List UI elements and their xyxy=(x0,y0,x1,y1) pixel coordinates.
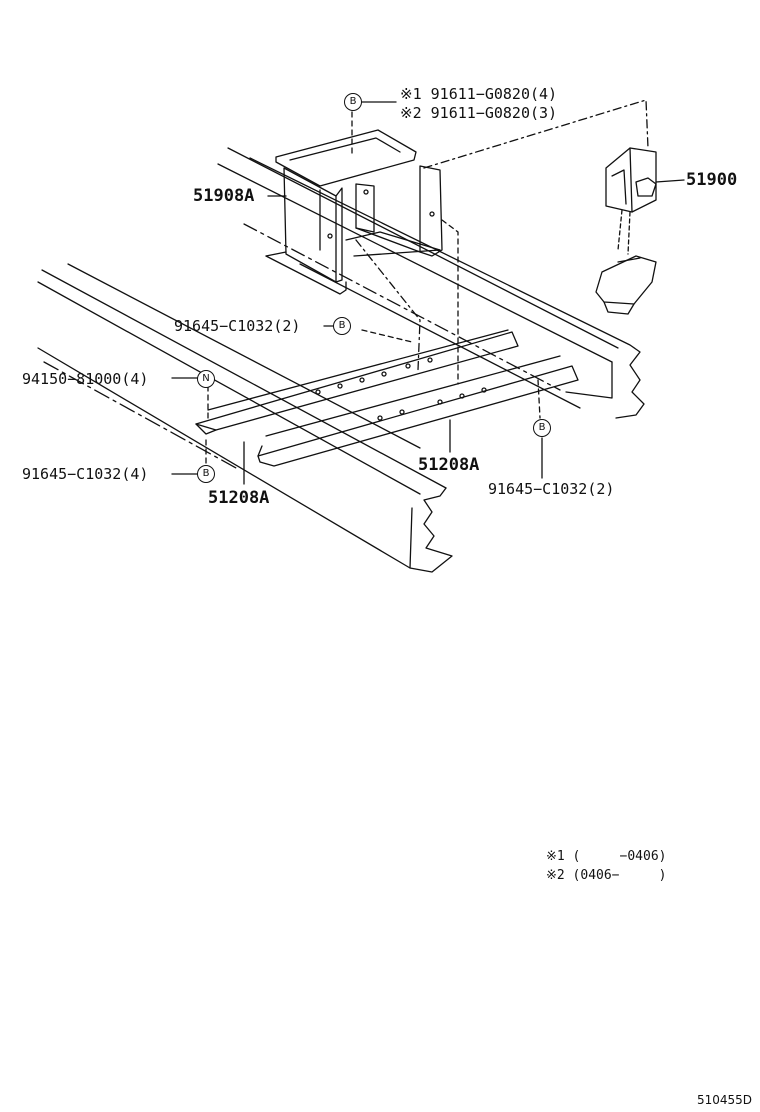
callout-bolt-right: 91645−C1032(2) xyxy=(488,480,615,498)
callout-part-51900: 51900 xyxy=(686,170,738,190)
frame-rail-front xyxy=(37,263,453,573)
badge-b-mid-icon: B xyxy=(333,317,351,335)
callout-bolt-left: 91645−C1032(4) xyxy=(22,465,149,483)
callout-bolt-top-1: ※1 91611−G0820(4) xyxy=(400,85,558,103)
callout-leaders xyxy=(171,101,685,485)
crossmember-51208A-drawing xyxy=(195,329,579,467)
badge-b-left-icon: B xyxy=(197,465,215,483)
legend-note-2: ※2 (0406− ) xyxy=(546,868,667,883)
badge-b-top-icon: B xyxy=(344,93,362,111)
callout-part-51208A-right: 51208A xyxy=(418,455,480,475)
legend-note-1: ※1 ( −0406) xyxy=(546,849,667,864)
hoist-51900-drawing xyxy=(595,147,657,315)
callout-nut-left: 94150−81000(4) xyxy=(22,370,149,388)
diagram-id: 510455D xyxy=(697,1093,753,1107)
callout-bolt-top-2: ※2 91611−G0820(3) xyxy=(400,104,558,122)
badge-n-left-icon: N xyxy=(197,370,215,388)
bracket-51908A-drawing xyxy=(265,129,443,295)
badge-b-right-icon: B xyxy=(533,419,551,437)
callout-part-51908A: 51908A xyxy=(193,186,255,206)
leader-lines xyxy=(205,99,649,465)
frame-rail-rear xyxy=(217,147,645,419)
callout-bolt-mid: 91645−C1032(2) xyxy=(174,317,301,335)
callout-part-51208A-left: 51208A xyxy=(208,488,270,508)
